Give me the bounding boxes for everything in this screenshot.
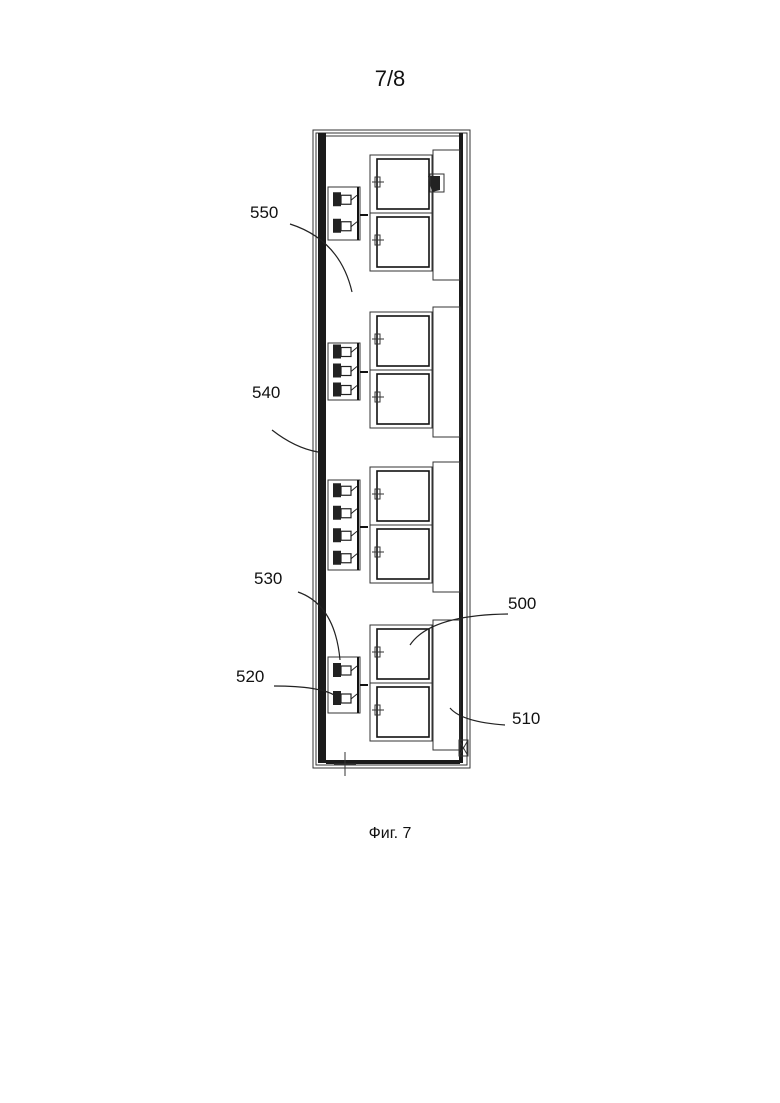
robot-cell xyxy=(328,657,360,713)
label-510: 510 xyxy=(512,709,540,728)
robot-icon xyxy=(333,551,341,565)
machine-unit xyxy=(370,625,432,683)
page-number: 7/8 xyxy=(375,66,406,91)
robot-cell xyxy=(328,343,360,400)
robot-cell xyxy=(328,480,360,570)
label-550: 550 xyxy=(250,203,278,222)
robot-icon xyxy=(333,663,341,677)
machine-unit xyxy=(370,213,432,271)
side-platform xyxy=(433,150,460,280)
robot-icon xyxy=(333,691,341,705)
robot-icon xyxy=(333,219,341,233)
side-platform xyxy=(433,620,460,750)
bottom-wall xyxy=(326,760,460,764)
machine-unit xyxy=(370,370,432,428)
label-530: 530 xyxy=(254,569,282,588)
robot-icon xyxy=(333,528,341,542)
robot-icon xyxy=(333,345,341,359)
machine-unit xyxy=(370,467,432,525)
robot-icon xyxy=(333,383,341,397)
machine-unit xyxy=(370,683,432,741)
robot-icon xyxy=(333,364,341,378)
leader-lines xyxy=(272,224,508,725)
robot-icon xyxy=(333,506,341,520)
label-540: 540 xyxy=(252,383,280,402)
figure-caption: Фиг. 7 xyxy=(369,825,412,842)
label-520: 520 xyxy=(236,667,264,686)
side-platform xyxy=(433,307,460,437)
robot-cell xyxy=(328,187,360,240)
equipment-units xyxy=(328,150,460,750)
machine-unit xyxy=(370,155,432,213)
machine-unit xyxy=(370,525,432,583)
label-500: 500 xyxy=(508,594,536,613)
side-platform xyxy=(433,462,460,592)
machine-unit xyxy=(370,312,432,370)
robot-icon xyxy=(333,192,341,206)
left-wall xyxy=(318,133,326,763)
robot-icon xyxy=(333,483,341,497)
